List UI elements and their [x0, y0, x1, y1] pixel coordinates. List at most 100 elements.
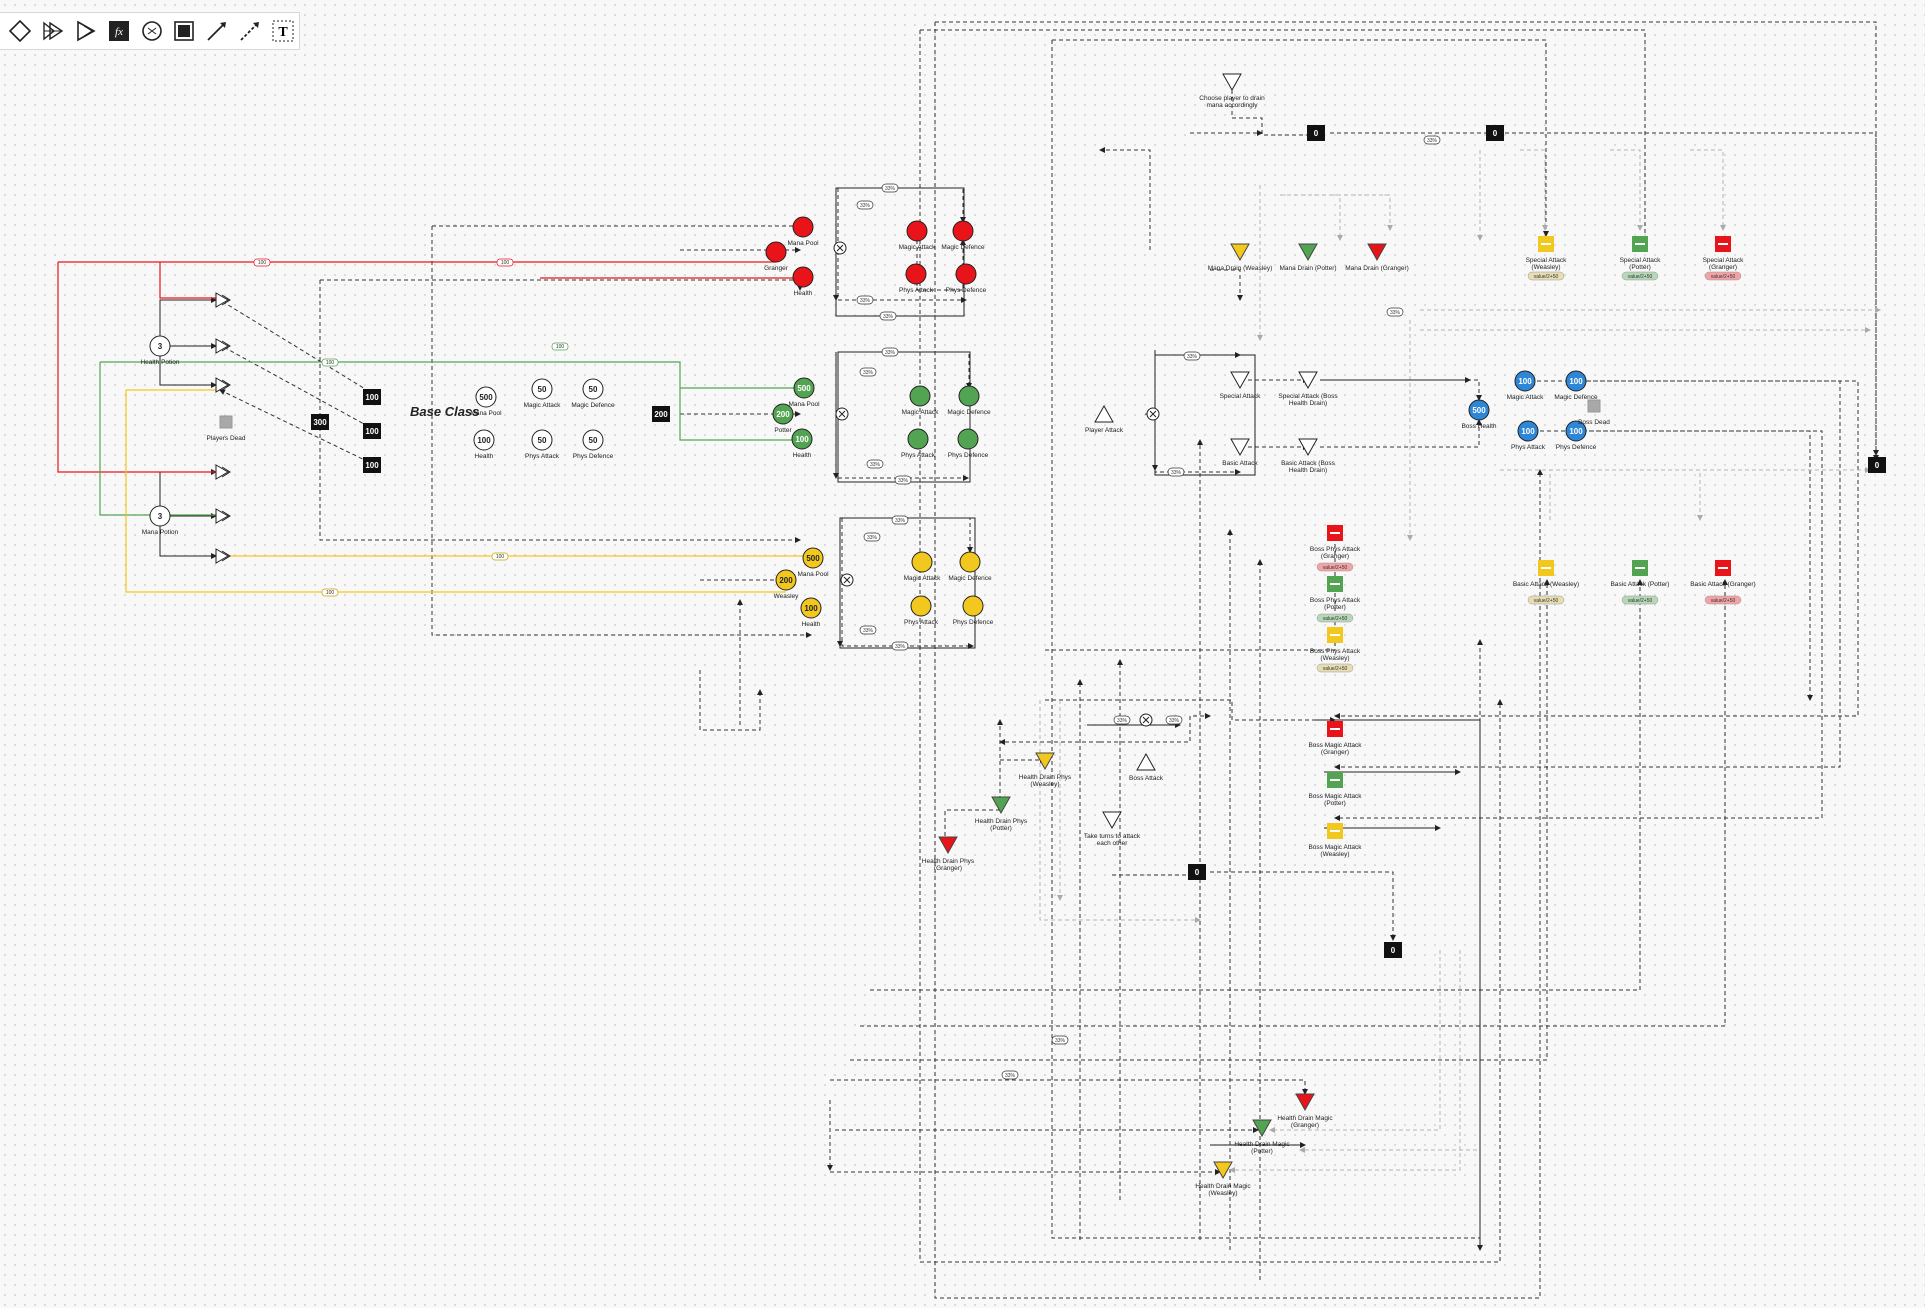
health-drain-magic-weasley[interactable]: Health Drain Magic(Weasley) — [1195, 1161, 1251, 1197]
potter-health-shape[interactable] — [791, 428, 813, 450]
reg-200[interactable]: 200 — [652, 406, 670, 422]
potion-converter-icon[interactable] — [215, 464, 231, 480]
special-attack-weasley[interactable]: Special Attack(Weasley) — [1526, 236, 1568, 271]
mana-drain-potter-shape[interactable] — [1298, 243, 1318, 262]
potter-magic-defence-shape[interactable] — [958, 385, 980, 407]
potion-converter-icon[interactable] — [215, 292, 231, 308]
weasley-mana-pool-shape[interactable] — [802, 547, 824, 569]
state-connection[interactable] — [219, 344, 376, 431]
reg-300[interactable]: 300 — [311, 414, 329, 430]
reg-0-right-shape[interactable] — [1868, 457, 1886, 473]
special-attack-boss-drain-shape[interactable] — [1298, 371, 1318, 390]
boss-magic-attack-granger[interactable]: Boss Magic Attack(Granger) — [1308, 721, 1362, 756]
player-attack-shape[interactable] — [1094, 404, 1114, 423]
potter-magic-attack[interactable]: Magic Attack — [902, 385, 940, 416]
granger-mana-pool-shape[interactable] — [792, 216, 814, 238]
basic-attack-boss-drain-shape[interactable] — [1298, 438, 1318, 457]
basic-attack-shape[interactable] — [1230, 438, 1250, 457]
base-health-shape[interactable] — [473, 429, 495, 451]
state-connection-tool-icon[interactable] — [233, 14, 266, 48]
state-connection[interactable] — [1330, 132, 1879, 456]
inactive-connection[interactable] — [1520, 149, 1548, 231]
pool-tool-icon[interactable] — [4, 14, 37, 48]
state-connection[interactable] — [1100, 713, 1211, 743]
state-connection[interactable] — [838, 187, 966, 223]
resource-connection[interactable] — [159, 354, 217, 388]
potter-potion-connection[interactable] — [99, 362, 216, 516]
weasley-magic-defence[interactable]: Magic Defence — [948, 551, 992, 582]
players-dead[interactable]: Players Dead — [206, 415, 246, 442]
reg-100-c-shape[interactable] — [363, 457, 381, 473]
base-phys-attack-shape[interactable] — [531, 429, 553, 451]
reg-300-shape[interactable] — [311, 414, 329, 430]
state-connection[interactable] — [1210, 269, 1243, 301]
drain-tool-icon[interactable] — [70, 14, 103, 48]
potter-phys-defence[interactable]: Phys Defence — [948, 428, 989, 459]
state-connection[interactable] — [934, 22, 1543, 1299]
reg-100-a[interactable]: 100 — [363, 389, 381, 405]
basic-attack[interactable]: Basic Attack — [1222, 438, 1258, 467]
state-connection[interactable] — [1320, 379, 1482, 401]
boss-attack-shape[interactable] — [1136, 752, 1156, 771]
state-connection[interactable] — [219, 299, 376, 396]
state-connection[interactable] — [219, 389, 376, 466]
boss-magic-defence-shape[interactable] — [1565, 370, 1587, 392]
state-connection[interactable] — [850, 579, 1550, 1061]
health-drain-phys-potter-shape[interactable] — [991, 796, 1011, 815]
potion-converter-icon[interactable] — [215, 377, 231, 393]
register-tool-icon[interactable] — [135, 14, 168, 48]
reg-0-low-shape[interactable] — [1384, 942, 1402, 958]
boss-phys-attack-weasley[interactable]: Boss Phys Attack(Weasley) — [1310, 627, 1361, 662]
reg-0-top2-shape[interactable] — [1486, 125, 1504, 141]
potion-converter-icon[interactable] — [215, 508, 231, 524]
reg-0-top1-shape[interactable] — [1307, 125, 1325, 141]
mana-drain-weasley[interactable]: Mana Drain (Weasley) — [1208, 243, 1273, 272]
special-attack-potter[interactable]: Special Attack(Potter) — [1620, 236, 1662, 271]
state-connection[interactable] — [1045, 699, 1336, 723]
state-connection[interactable] — [1320, 419, 1482, 448]
inactive-connection[interactable] — [1549, 469, 1703, 521]
basic-attack-potter[interactable]: Basic Attack (Potter) — [1611, 560, 1670, 588]
granger-potion-connection[interactable] — [57, 262, 216, 473]
potter-phys-attack-shape[interactable] — [907, 428, 929, 450]
state-connection[interactable] — [1051, 40, 1483, 1239]
boss-phys-attack-shape[interactable] — [1517, 420, 1539, 442]
state-connection[interactable] — [1099, 147, 1151, 250]
basic-attack-weasley[interactable]: Basic Attack (Weasley) — [1513, 560, 1579, 588]
resource-connection[interactable] — [159, 469, 217, 506]
inactive-connection[interactable] — [1610, 149, 1643, 231]
weasley-magic-attack[interactable]: Magic Attack — [904, 551, 942, 582]
take-turns-shape[interactable] — [1102, 811, 1122, 830]
granger[interactable]: Granger — [764, 241, 789, 272]
base-magic-attack-shape[interactable] — [531, 378, 553, 400]
boss-phys-attack-potter[interactable]: Boss Phys Attack(Potter) — [1310, 576, 1361, 611]
weasley-magic-attack-shape[interactable] — [911, 551, 933, 573]
reg-100-b-shape[interactable] — [363, 423, 381, 439]
boss-phys-defence-shape[interactable] — [1565, 420, 1587, 442]
mana-drain-granger-shape[interactable] — [1367, 243, 1387, 262]
granger-health[interactable]: Health — [792, 266, 814, 297]
reg-200-shape[interactable] — [652, 406, 670, 422]
health-potion-pool-shape[interactable] — [149, 335, 171, 357]
granger-potion-connection[interactable] — [159, 262, 216, 299]
health-drain-magic-granger[interactable]: Health Drain Magic(Granger) — [1277, 1093, 1333, 1129]
text-label-tool-icon[interactable]: T — [266, 14, 299, 48]
resource-connection[interactable] — [1315, 719, 1483, 1251]
granger-magic-attack[interactable]: Magic Attack — [899, 220, 937, 251]
granger-magic-defence[interactable]: Magic Defence — [941, 220, 985, 251]
potter-mana-pool-shape[interactable] — [793, 377, 815, 399]
inactive-connection[interactable] — [1229, 950, 1461, 1173]
inactive-connection[interactable] — [1039, 700, 1201, 923]
reg-0-top2[interactable]: 0 — [1486, 125, 1504, 141]
